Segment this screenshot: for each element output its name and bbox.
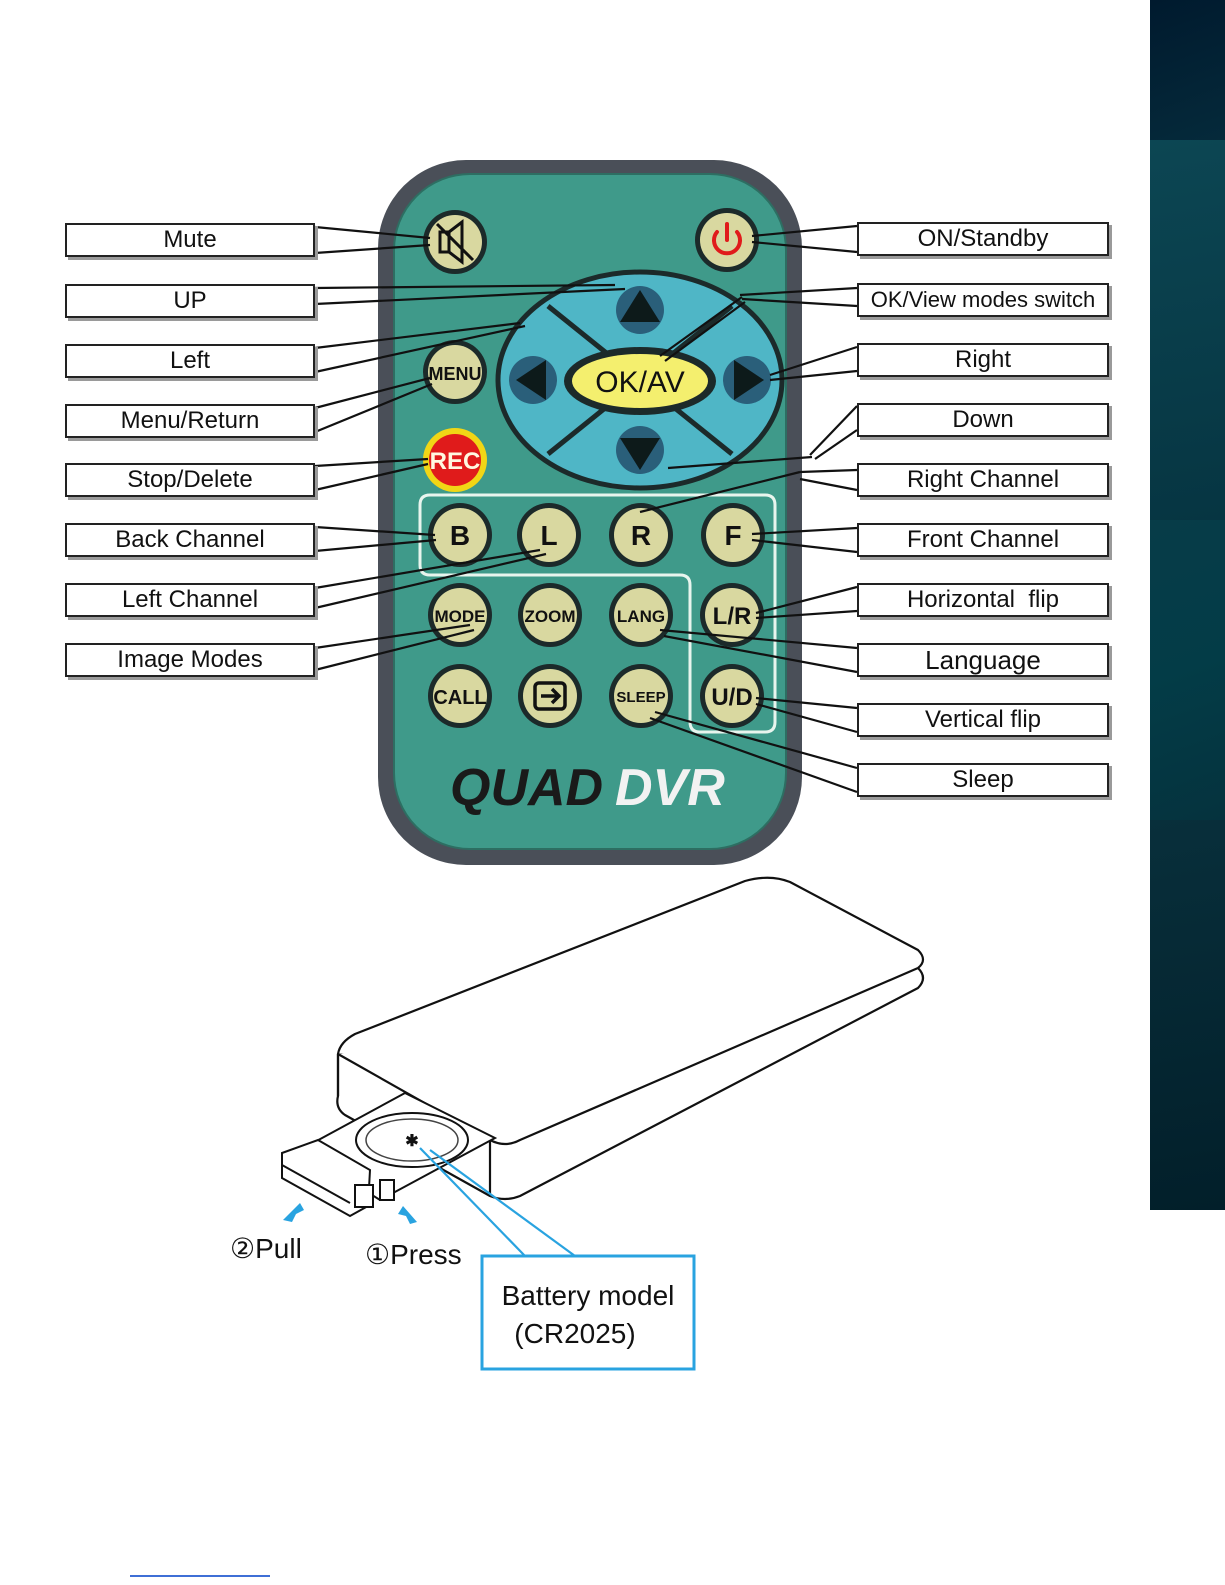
ok-av-label: OK/AV (595, 366, 684, 399)
ud-button[interactable]: U/D (700, 664, 764, 728)
ok-av-button[interactable]: OK/AV (564, 347, 716, 415)
callout-left: Left (65, 344, 315, 378)
left-arrow-icon[interactable] (509, 356, 557, 404)
callout-stop-delete: Stop/Delete (65, 463, 315, 497)
left-channel-button[interactable]: L (517, 503, 581, 567)
r-label: R (631, 520, 651, 551)
brand-quad: QUAD (450, 759, 603, 817)
callout-sleep: Sleep (857, 763, 1109, 797)
callout-left-channel: Left Channel (65, 583, 315, 617)
down-arrow-icon[interactable] (616, 426, 664, 474)
menu-button[interactable]: MENU (423, 340, 487, 404)
battery-callout-box (482, 1256, 694, 1369)
coin-battery: ✱ (356, 1113, 468, 1167)
lang-button[interactable]: LANG (609, 583, 673, 647)
svg-text:✱: ✱ (405, 1133, 418, 1150)
callout-mute: Mute (65, 223, 315, 257)
call-label: CALL (433, 687, 486, 709)
right-arrow-icon[interactable] (723, 356, 771, 404)
pull-step-label: ②Pull (230, 1233, 302, 1264)
sleep-button[interactable]: SLEEP (609, 664, 673, 728)
lang-label: LANG (617, 607, 665, 626)
lr-label: L/R (713, 603, 752, 630)
press-arrow-icon (398, 1206, 417, 1224)
callout-horizontal-flip: Horizontal flip (857, 583, 1109, 617)
f-label: F (724, 520, 741, 551)
mode-button[interactable]: MODE (428, 583, 492, 647)
brand-dvr: DVR (615, 759, 725, 817)
input-switch-button[interactable] (518, 664, 582, 728)
callout-front-channel: Front Channel (857, 523, 1109, 557)
battery-code-label: (CR2025) (514, 1318, 635, 1349)
callout-image-modes: Image Modes (65, 643, 315, 677)
mode-label: MODE (435, 607, 486, 626)
rec-label: REC (430, 448, 481, 475)
power-button[interactable] (695, 208, 759, 272)
back-channel-button[interactable]: B (428, 503, 492, 567)
zoom-button[interactable]: ZOOM (518, 583, 582, 647)
b-label: B (450, 520, 470, 551)
zoom-label: ZOOM (525, 607, 576, 626)
call-button[interactable]: CALL (428, 664, 492, 728)
battery-model-label: Battery model (502, 1280, 675, 1311)
menu-label: MENU (429, 364, 482, 384)
callout-vertical-flip: Vertical flip (857, 703, 1109, 737)
callout-down: Down (857, 403, 1109, 437)
ud-label: U/D (711, 684, 752, 711)
rec-button[interactable]: REC (423, 428, 487, 492)
sleep-label: SLEEP (616, 689, 665, 706)
pull-arrow-icon (283, 1203, 304, 1222)
press-step-label: ①Press (365, 1239, 462, 1270)
callout-back-channel: Back Channel (65, 523, 315, 557)
callout-menu-return: Menu/Return (65, 404, 315, 438)
callout-language: Language (857, 643, 1109, 677)
callout-right: Right (857, 343, 1109, 377)
front-channel-button[interactable]: F (701, 503, 765, 567)
callout-up: UP (65, 284, 315, 318)
bottom-underline (130, 1575, 270, 1577)
callout-right-channel: Right Channel (857, 463, 1109, 497)
mute-button[interactable] (423, 210, 487, 274)
callout-ok-view: OK/View modes switch (857, 283, 1109, 317)
l-label: L (540, 520, 557, 551)
up-arrow-icon[interactable] (616, 286, 664, 334)
callout-on-standby: ON/Standby (857, 222, 1109, 256)
